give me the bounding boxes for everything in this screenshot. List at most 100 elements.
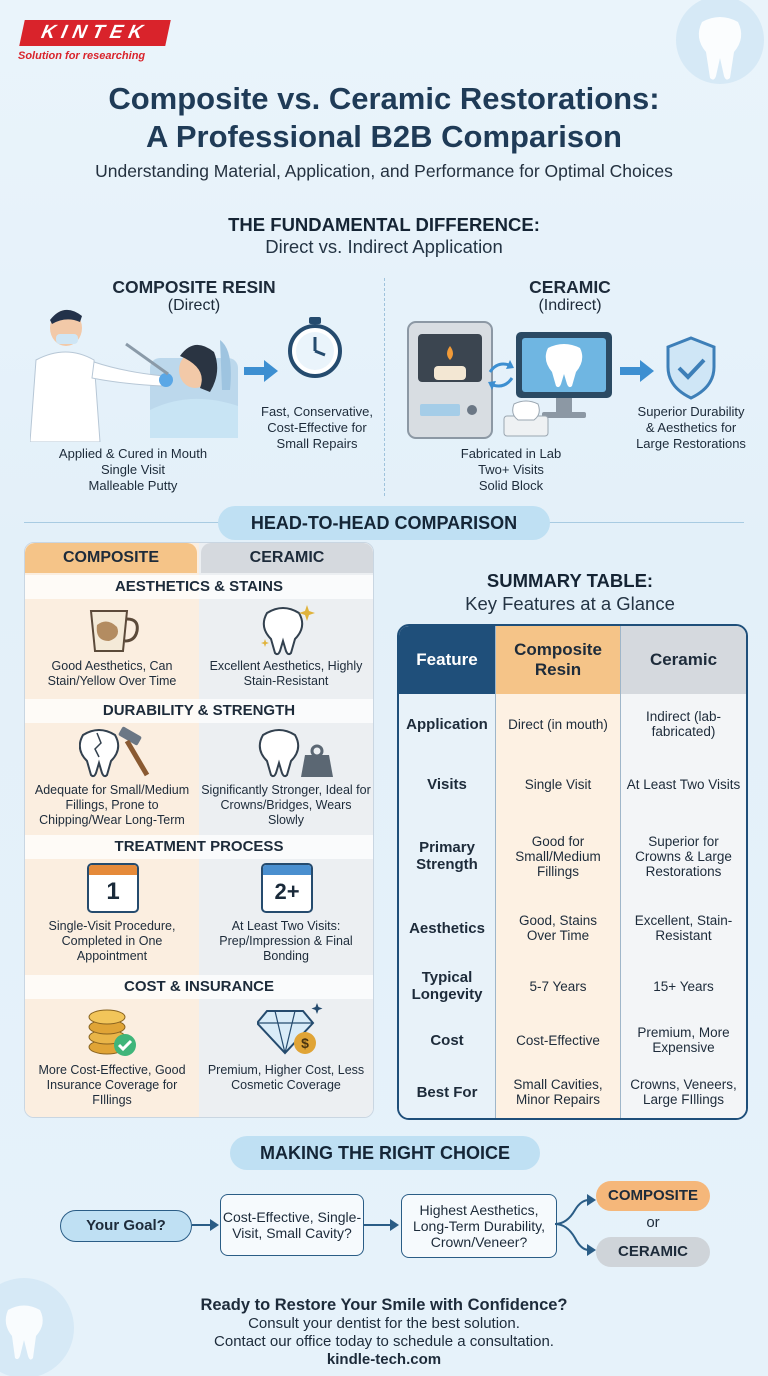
title-line-2: A Professional B2B Comparison xyxy=(145,119,622,154)
tooth-weight-icon xyxy=(258,729,333,778)
ceramic-benefit-line: & Aesthetics for xyxy=(645,420,737,435)
stopwatch-icon xyxy=(288,317,342,378)
sparkling-tooth-icon xyxy=(261,605,315,656)
tooth-watermark-icon xyxy=(0,1278,74,1376)
table-row: Cost Cost-Effective Premium, More Expens… xyxy=(399,1014,746,1067)
choice-heading: MAKING THE RIGHT CHOICE xyxy=(230,1136,540,1170)
table-cell: Superior for Crowns & Large Restorations xyxy=(621,814,746,898)
comparison-panel: COMPOSITE CERAMIC AESTHETICS & STAINS Go… xyxy=(24,542,374,1118)
ceramic-benefit-line: Superior Durability xyxy=(637,404,745,419)
table-cell: Small Cavities, Minor Repairs xyxy=(496,1066,621,1118)
composite-benefit-line: Small Repairs xyxy=(276,436,358,451)
ceramic-caption-line: Fabricated in Lab xyxy=(460,446,562,461)
composite-benefit: Fast, Conservative, Cost-Effective for S… xyxy=(248,404,386,452)
table-row: Primary Strength Good for Small/Medium F… xyxy=(399,814,746,899)
option-ceramic-criteria: Highest Aesthetics, Long-Term Durability… xyxy=(401,1194,557,1258)
result-composite-badge: COMPOSITE xyxy=(596,1181,710,1211)
fundamental-subheading: Direct vs. Indirect Application xyxy=(265,236,503,257)
comparison-heading: HEAD-TO-HEAD COMPARISON xyxy=(218,506,550,540)
computer-monitor-tooth-icon xyxy=(516,332,612,418)
composite-caption-line: Malleable Putty xyxy=(88,478,178,493)
brand-tagline: Solution for researching xyxy=(18,50,146,62)
table-cell: Crowns, Veneers, Large FIllings xyxy=(621,1066,746,1118)
ceramic-caption-line: Two+ Visits xyxy=(478,462,544,477)
composite-process-text: Single-Visit Procedure, Completed in One… xyxy=(48,919,176,963)
table-row: Best For Small Cavities, Minor Repairs C… xyxy=(399,1066,746,1118)
ceramic-cost-text: Premium, Higher Cost, Less Cosmetic Cove… xyxy=(207,1063,365,1092)
table-cell: Best For xyxy=(399,1066,496,1118)
tab-composite: COMPOSITE xyxy=(25,543,197,573)
section-divider xyxy=(384,278,385,496)
calendar-number: 2+ xyxy=(274,879,300,904)
footer-line-2: Contact our office today to schedule a c… xyxy=(214,1333,554,1350)
table-cell: Typical Longevity xyxy=(399,958,496,1014)
table-cell: Visits xyxy=(399,754,496,814)
table-header-cell: Feature xyxy=(399,626,496,694)
brand-logo: KINTEK xyxy=(19,20,171,46)
table-cell: At Least Two Visits xyxy=(621,754,746,814)
option-composite-criteria: Cost-Effective, Single-Visit, Small Cavi… xyxy=(220,1194,364,1256)
composite-caption-line: Single Visit xyxy=(100,462,166,477)
composite-cost-text: More Cost-Effective, Good Insurance Cove… xyxy=(38,1063,186,1107)
table-cell: Cost xyxy=(399,1014,496,1066)
composite-title: COMPOSITE RESIN xyxy=(112,277,276,297)
composite-benefit-line: Fast, Conservative, xyxy=(261,404,373,419)
section-title: COST & INSURANCE xyxy=(25,975,373,999)
ceramic-aesthetics-text: Excellent Aesthetics, Highly Stain-Resis… xyxy=(209,659,363,688)
ceramic-block-icon xyxy=(503,400,549,437)
coffee-cup-icon xyxy=(89,610,139,652)
calendar-icon: 2+ xyxy=(261,863,313,913)
milling-machine-icon xyxy=(407,321,493,439)
diamond-dollar-icon: $ xyxy=(257,1003,323,1055)
calendar-number: 1 xyxy=(106,878,120,905)
swap-arrows-icon xyxy=(488,360,514,390)
table-cell: 5-7 Years xyxy=(496,958,621,1014)
table-header-row: Feature Composite Resin Ceramic xyxy=(399,626,746,695)
ceramic-benefit: Superior Durability & Aesthetics for Lar… xyxy=(616,404,766,452)
table-row: Application Direct (in mouth) Indirect (… xyxy=(399,694,746,755)
coin-stack-check-icon xyxy=(88,1009,136,1056)
arrow-right-icon xyxy=(192,1219,219,1231)
summary-subheading: Key Features at a Glance xyxy=(465,593,675,614)
fundamental-heading: THE FUNDAMENTAL DIFFERENCE: xyxy=(228,214,540,235)
table-header-cell: Ceramic xyxy=(621,626,746,694)
table-cell: Good for Small/Medium Fillings xyxy=(496,814,621,898)
composite-subtitle: (Direct) xyxy=(167,297,221,314)
ceramic-caption-line: Solid Block xyxy=(478,478,544,493)
footer-website-link[interactable]: kindle-tech.com xyxy=(326,1351,442,1368)
table-cell: Single Visit xyxy=(496,754,621,814)
table-row: Aesthetics Good, Stains Over Time Excell… xyxy=(399,898,746,959)
page-title: Composite vs. Ceramic Restorations: A Pr… xyxy=(0,80,768,156)
ceramic-process-text: At Least Two Visits: Prep/Impression & F… xyxy=(219,919,353,963)
page-subtitle: Understanding Material, Application, and… xyxy=(95,161,673,181)
composite-durability-text: Adequate for Small/Medium Fillings, Pron… xyxy=(34,783,190,827)
composite-caption-line: Applied & Cured in Mouth xyxy=(58,446,208,461)
table-cell: Direct (in mouth) xyxy=(496,694,621,754)
table-row: Visits Single Visit At Least Two Visits xyxy=(399,754,746,815)
table-cell: Application xyxy=(399,694,496,754)
arrow-right-icon xyxy=(620,360,654,382)
svg-text:$: $ xyxy=(301,1035,309,1051)
tooth-watermark-icon xyxy=(676,0,764,84)
dentist-patient-illustration xyxy=(30,309,238,442)
result-ceramic-badge: CERAMIC xyxy=(596,1237,710,1267)
arrow-right-icon xyxy=(364,1219,399,1231)
ceramic-durability-text: Significantly Stronger, Ideal for Crowns… xyxy=(201,783,371,827)
cracked-tooth-hammer-icon xyxy=(79,726,150,778)
table-cell: Indirect (lab-fabricated) xyxy=(621,694,746,754)
section-title: DURABILITY & STRENGTH xyxy=(25,699,373,723)
table-cell: Premium, More Expensive xyxy=(621,1014,746,1066)
composite-caption: Applied & Cured in Mouth Single Visit Ma… xyxy=(34,446,232,494)
table-row: Typical Longevity 5-7 Years 15+ Years xyxy=(399,958,746,1015)
composite-aesthetics-text: Good Aesthetics, Can Stain/Yellow Over T… xyxy=(47,659,177,688)
arrow-right-icon xyxy=(244,360,278,382)
or-label: or xyxy=(646,1214,660,1231)
table-cell: Excellent, Stain-Resistant xyxy=(621,898,746,958)
title-line-1: Composite vs. Ceramic Restorations: xyxy=(108,81,660,116)
table-header-cell: Composite Resin xyxy=(496,626,621,694)
table-cell: Cost-Effective xyxy=(496,1014,621,1066)
ceramic-subtitle: (Indirect) xyxy=(538,297,602,314)
table-cell: 15+ Years xyxy=(621,958,746,1014)
table-cell: Good, Stains Over Time xyxy=(496,898,621,958)
ceramic-benefit-line: Large Restorations xyxy=(636,436,746,451)
